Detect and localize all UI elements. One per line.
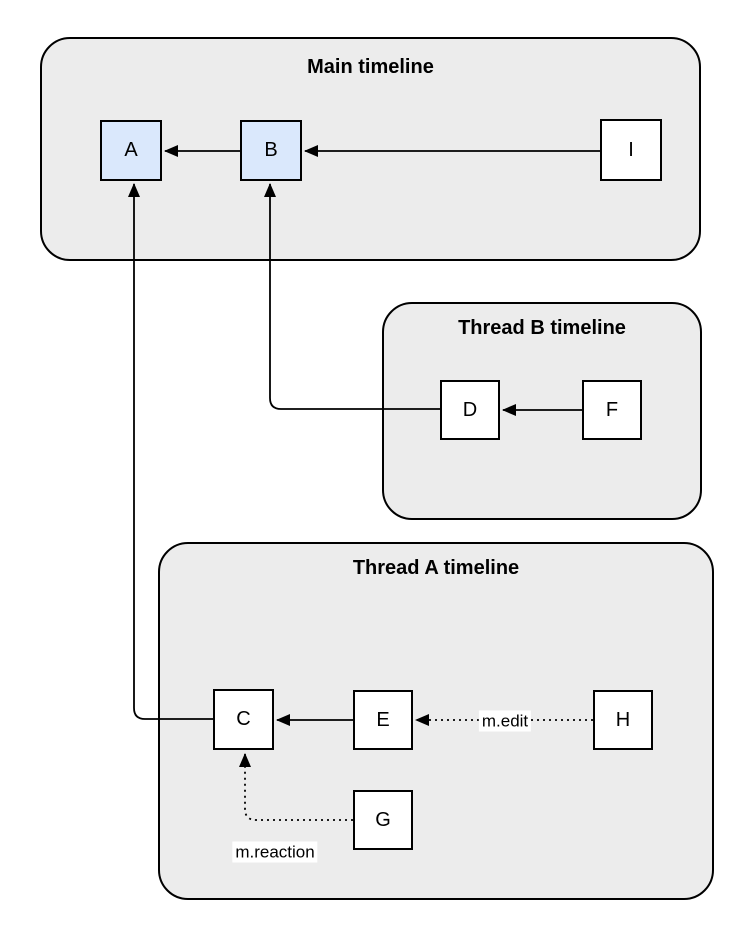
node-I: I	[600, 119, 662, 181]
node-C: C	[213, 689, 274, 750]
node-A: A	[100, 120, 162, 181]
node-B: B	[240, 120, 302, 181]
node-G: G	[353, 790, 413, 850]
container-thread-b-timeline	[382, 302, 702, 520]
node-D: D	[440, 380, 500, 440]
edge-label-h-to-e: m.edit	[478, 710, 532, 732]
node-H: H	[593, 690, 653, 750]
node-E: E	[353, 690, 413, 750]
node-F: F	[582, 380, 642, 440]
edge-label-g-to-c: m.reaction	[232, 841, 318, 863]
